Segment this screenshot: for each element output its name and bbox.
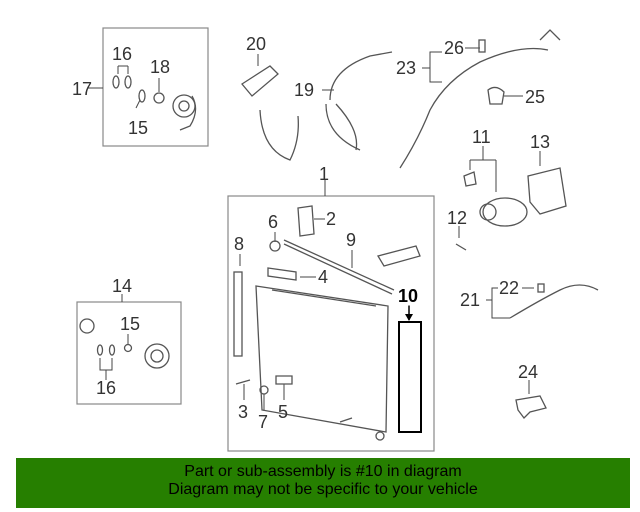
label-8: 8 <box>234 234 244 254</box>
label-15: 15 <box>128 118 148 138</box>
label-16: 16 <box>112 44 132 64</box>
label-10: 10 <box>398 286 418 306</box>
label-4: 4 <box>318 267 328 287</box>
label-14: 14 <box>112 276 132 296</box>
label-17: 17 <box>72 79 92 99</box>
label-9: 9 <box>346 230 356 250</box>
label-12: 12 <box>447 208 467 228</box>
label-6: 6 <box>268 212 278 232</box>
label-7: 7 <box>258 412 268 432</box>
banner-line-1: Part or sub-assembly is #10 in diagram <box>184 463 462 480</box>
label-25: 25 <box>525 87 545 107</box>
banner-line-2: Diagram may not be specific to your vehi… <box>168 481 478 498</box>
label-26: 26 <box>444 38 464 58</box>
label-21: 21 <box>460 290 480 310</box>
label-19: 19 <box>294 80 314 100</box>
label-16b: 16 <box>96 378 116 398</box>
condenser-assembly-box <box>227 195 435 452</box>
label-23: 23 <box>396 58 416 78</box>
label-18: 18 <box>150 57 170 77</box>
label-2: 2 <box>326 209 336 229</box>
info-banner: Part or sub-assembly is #10 in diagram D… <box>16 458 630 508</box>
label-5: 5 <box>278 402 288 422</box>
label-11: 11 <box>472 127 491 147</box>
kit-box-top <box>102 27 209 147</box>
kit-box-bottom <box>76 301 182 405</box>
label-15b: 15 <box>120 314 140 334</box>
label-24: 24 <box>518 362 538 382</box>
parts-diagram: 17 16 18 15 20 19 23 26 25 11 13 1 2 6 9… <box>72 27 599 452</box>
part-10-highlight[interactable] <box>398 321 422 433</box>
label-1: 1 <box>319 164 329 184</box>
label-22: 22 <box>499 278 519 298</box>
label-3: 3 <box>238 402 248 422</box>
label-13: 13 <box>530 132 550 152</box>
label-20: 20 <box>246 34 266 54</box>
